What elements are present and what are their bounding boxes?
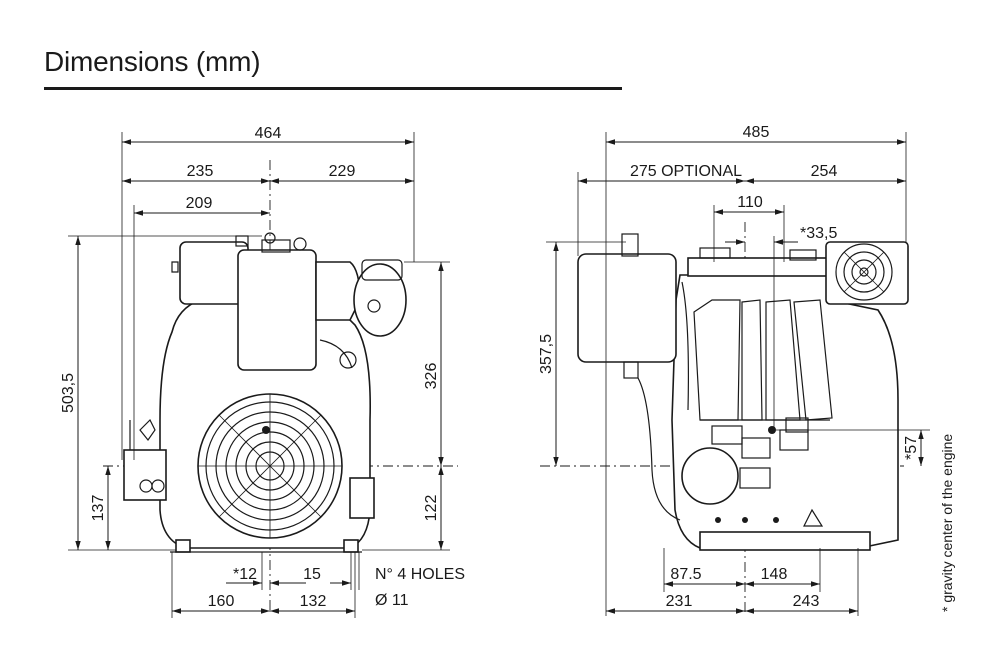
dim-137: 137 bbox=[90, 495, 107, 522]
dim-15: 15 bbox=[303, 566, 321, 583]
dim-33-5: *33,5 bbox=[800, 225, 837, 242]
dim-160: 160 bbox=[208, 593, 235, 610]
dim-57: *57 bbox=[903, 436, 920, 460]
front-view: 464 235 229 209 503,5 137 326 122 bbox=[60, 125, 465, 618]
dim-122: 122 bbox=[423, 495, 440, 522]
dim-235: 235 bbox=[187, 163, 214, 180]
dim-357-5: 357,5 bbox=[538, 334, 555, 374]
dim-243: 243 bbox=[793, 593, 820, 610]
page-title: Dimensions (mm) bbox=[44, 46, 261, 77]
dim-110: 110 bbox=[737, 194, 763, 211]
front-engine-outline bbox=[123, 232, 407, 553]
dim-231: 231 bbox=[666, 593, 693, 610]
dim-87-5: 87.5 bbox=[670, 566, 701, 583]
side-view: 485 275 OPTIONAL 254 110 *33,5 357,5 *57… bbox=[538, 124, 930, 616]
holes-diameter: Ø 11 bbox=[375, 592, 409, 609]
dim-148: 148 bbox=[761, 566, 788, 583]
dim-209: 209 bbox=[186, 195, 213, 212]
side-engine-outline bbox=[577, 233, 909, 551]
dim-464: 464 bbox=[255, 125, 282, 142]
dim-229: 229 bbox=[329, 163, 356, 180]
dim-326: 326 bbox=[423, 363, 440, 390]
holes-label: N° 4 HOLES bbox=[375, 566, 465, 583]
gravity-note: * gravity center of the engine bbox=[939, 434, 955, 612]
dim-485: 485 bbox=[743, 124, 770, 141]
dim-275-optional: 275 OPTIONAL bbox=[630, 163, 742, 180]
dim-503-5: 503,5 bbox=[60, 373, 77, 413]
dim-132: 132 bbox=[300, 593, 327, 610]
dim-254: 254 bbox=[811, 163, 838, 180]
title-underline bbox=[44, 87, 622, 90]
dim-12: *12 bbox=[233, 566, 257, 583]
